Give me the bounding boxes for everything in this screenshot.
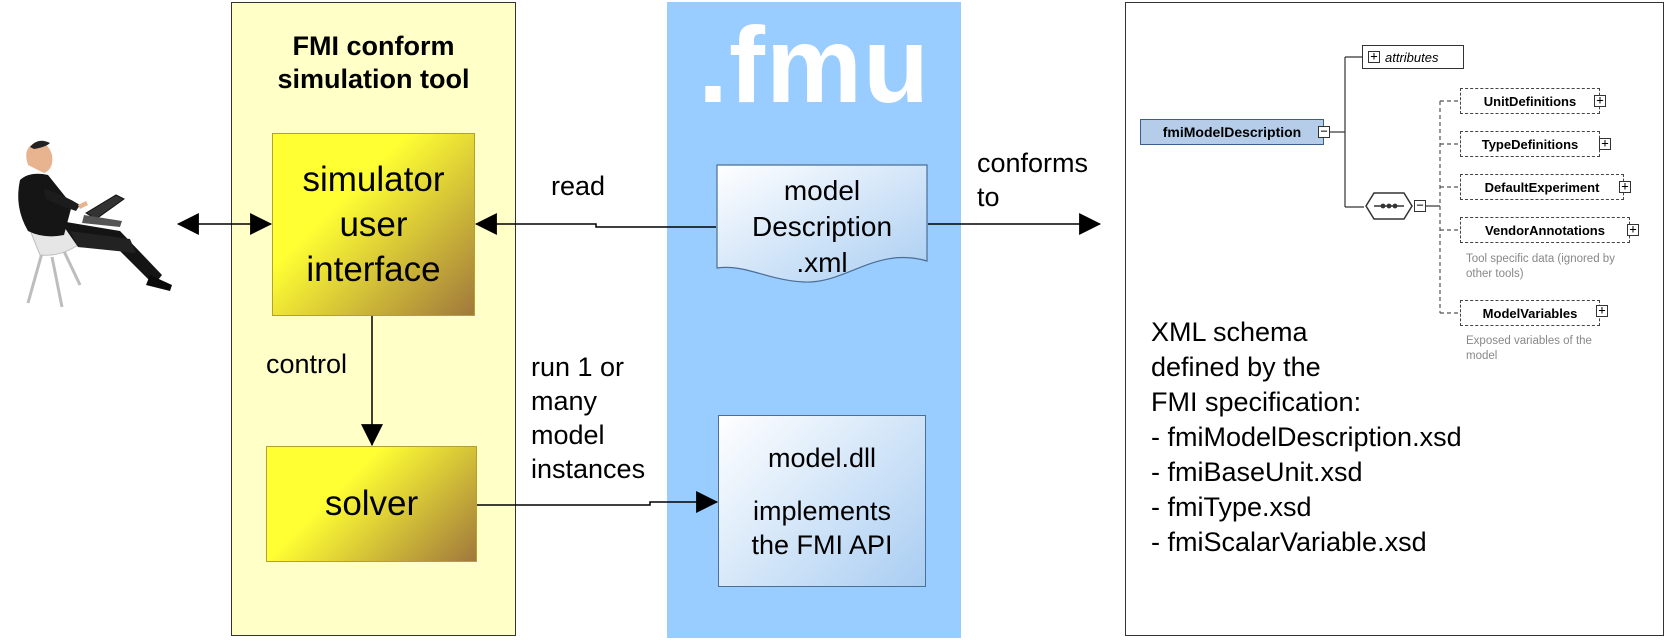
schema-element-default-experiment[interactable]: DefaultExperiment <box>1460 174 1624 200</box>
person-with-laptop-illustration <box>18 140 172 308</box>
model-dll-label: model.dll <box>767 443 877 473</box>
schema-attributes-node[interactable]: attributes <box>1362 45 1464 69</box>
control-label: control <box>266 349 348 379</box>
model-dll-box <box>718 415 926 587</box>
run-instances-label: run 1 or many model instances <box>531 352 646 484</box>
schema-root-node[interactable]: fmiModelDescription <box>1140 119 1324 145</box>
read-label: read <box>551 171 606 201</box>
collapse-toggle-icon[interactable]: − <box>1318 125 1330 138</box>
read-arrow <box>474 213 716 235</box>
expand-toggle-icon[interactable]: + <box>1368 50 1380 63</box>
simulation-tool-title: FMI conform simulation tool <box>277 31 470 94</box>
expand-toggle-icon[interactable]: + <box>1627 223 1639 236</box>
fmu-title: .fmu <box>698 4 930 125</box>
run-instances-arrow <box>477 491 719 513</box>
expand-toggle-icon[interactable]: + <box>1596 304 1608 317</box>
model-description-xml-label: model Description .xml <box>751 175 893 278</box>
schema-element-model-variables[interactable]: ModelVariables <box>1460 300 1600 326</box>
schema-element-vendor-annotations[interactable]: VendorAnnotations <box>1460 217 1630 243</box>
conforms-to-label: conforms to <box>977 148 1089 212</box>
expand-toggle-icon[interactable]: + <box>1619 180 1631 193</box>
expand-toggle-icon[interactable]: + <box>1594 94 1606 107</box>
model-variables-note: Exposed variables of the model <box>1466 335 1592 362</box>
model-description-document-shape <box>716 164 928 283</box>
model-dll-description: implements the FMI API <box>751 496 893 560</box>
sequence-compositor-icon[interactable] <box>1364 191 1414 221</box>
expand-toggle-icon[interactable]: + <box>1599 137 1611 150</box>
vendor-annotations-note: Tool specific data (ignored by other too… <box>1466 253 1615 280</box>
solver-box: solver <box>266 446 477 562</box>
xml-schema-panel <box>1125 2 1664 636</box>
simulator-user-interface-box: simulator user interface <box>272 133 475 316</box>
schema-description-text: XML schema defined by the FMI specificat… <box>1151 317 1462 557</box>
collapse-toggle-icon[interactable]: − <box>1414 199 1426 212</box>
